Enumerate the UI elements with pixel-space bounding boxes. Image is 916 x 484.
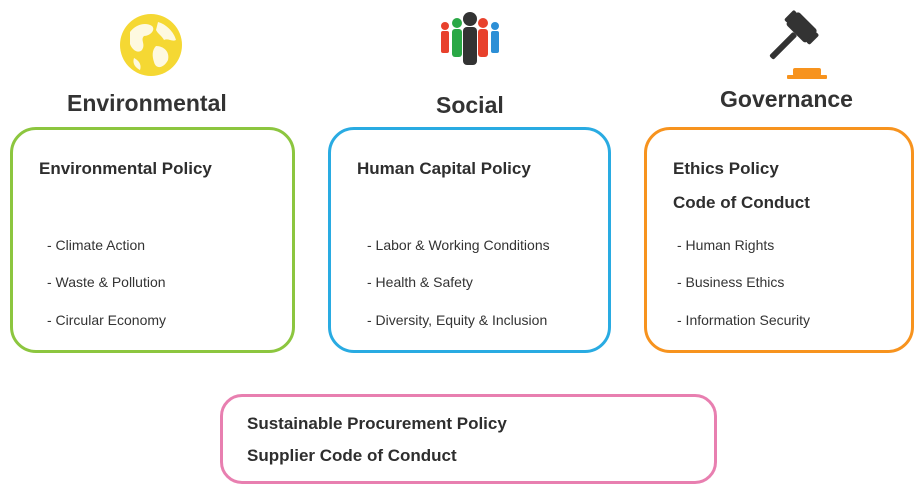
people-group-icon bbox=[435, 10, 505, 74]
environmental-card: Environmental Policy - Climate Action - … bbox=[10, 127, 295, 353]
pillar-title-social: Social bbox=[436, 92, 504, 118]
list-item: - Labor & Working Conditions bbox=[367, 237, 550, 253]
social-card: Human Capital Policy - Labor & Working C… bbox=[328, 127, 611, 353]
ethics-policy-title: Ethics Policy bbox=[673, 159, 779, 178]
list-item: - Information Security bbox=[677, 312, 811, 328]
globe-icon bbox=[116, 10, 186, 80]
code-of-conduct-title: Code of Conduct bbox=[673, 193, 810, 212]
sustainable-procurement-policy-title: Sustainable Procurement Policy bbox=[247, 414, 507, 433]
list-item: - Diversity, Equity & Inclusion bbox=[367, 312, 548, 328]
human-capital-policy-title: Human Capital Policy bbox=[357, 159, 531, 178]
list-item: - Health & Safety bbox=[367, 274, 473, 290]
list-item: - Human Rights bbox=[677, 237, 775, 253]
pillar-title-environmental: Environmental bbox=[67, 90, 227, 116]
governance-card: Ethics Policy Code of Conduct - Human Ri… bbox=[644, 127, 914, 353]
list-item: - Waste & Pollution bbox=[47, 274, 166, 290]
pillar-title-governance: Governance bbox=[720, 86, 853, 112]
supplier-code-of-conduct-title: Supplier Code of Conduct bbox=[247, 446, 457, 465]
list-item: - Circular Economy bbox=[47, 312, 167, 328]
procurement-card: Sustainable Procurement Policy Supplier … bbox=[220, 394, 717, 484]
list-item: - Business Ethics bbox=[677, 274, 785, 290]
list-item: - Climate Action bbox=[47, 237, 146, 253]
gavel-icon bbox=[757, 8, 827, 80]
environmental-policy-title: Environmental Policy bbox=[39, 159, 212, 178]
